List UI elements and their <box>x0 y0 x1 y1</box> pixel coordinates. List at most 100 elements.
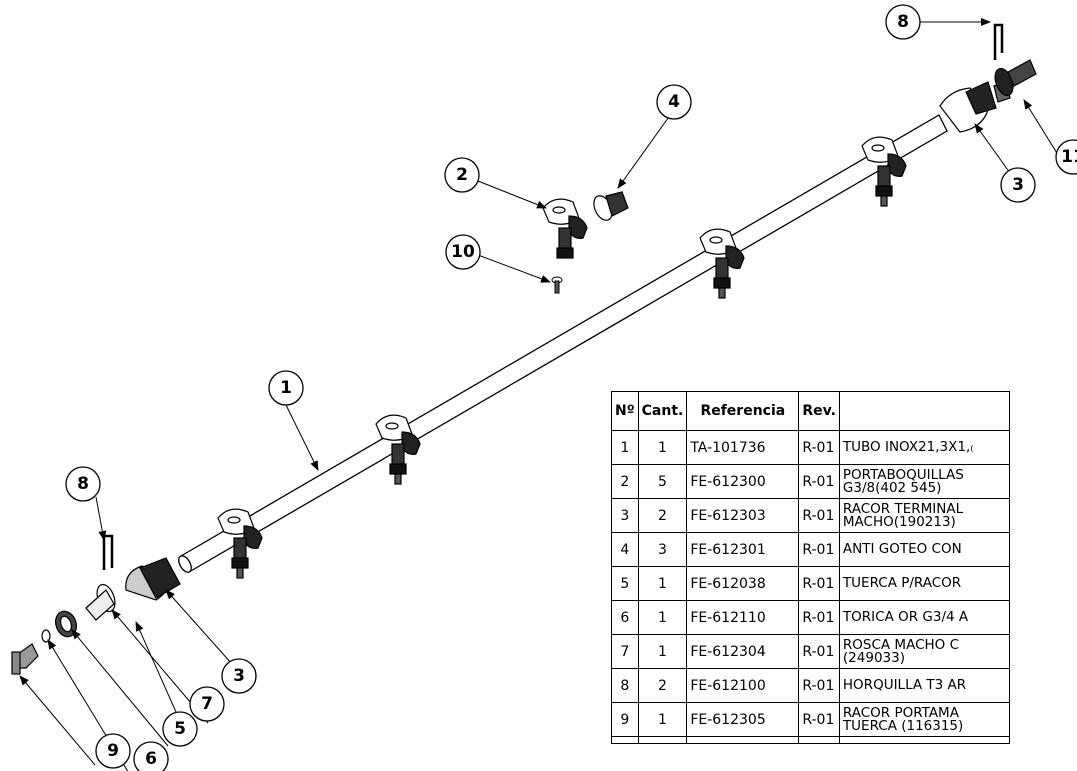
balloon-label: 8 <box>77 474 89 494</box>
male-thread-ring <box>85 583 116 621</box>
terminal-fitting-left <box>125 557 181 601</box>
balloon-label: 9 <box>107 741 119 761</box>
row-number: 1 <box>611 430 639 465</box>
balloon-label: 4 <box>668 92 680 112</box>
row-number: 4 <box>611 532 639 567</box>
row-reference: FE-612100 <box>686 668 800 703</box>
row-reference: FE-612304 <box>686 634 800 669</box>
balloon-2: 2 <box>444 157 480 193</box>
balloon-label: 7 <box>201 694 213 714</box>
nozzle-holder <box>217 136 907 579</box>
row-quantity: 1 <box>637 702 688 737</box>
row-revision: R-01 <box>798 464 840 499</box>
balloon-7: 7 <box>189 686 225 722</box>
balloon-label: 10 <box>451 242 475 262</box>
table-row: 1 1 TA-101736 R-01 TUBO INOX21,3X1,₍ <box>611 430 1010 465</box>
description-line: TUBO INOX21,3X1,₍ <box>842 439 974 455</box>
balloon-9: 9 <box>95 733 131 769</box>
table-row: 5 1 FE-612038 R-01 TUERCA P/RACOR <box>611 566 1010 601</box>
row-quantity: 2 <box>637 498 688 533</box>
table-row: 7 1 FE-612304 R-01 ROSCA MACHO C(249033) <box>611 634 1010 669</box>
balloon-4: 4 <box>656 84 692 120</box>
balloon-3-left: 3 <box>221 658 257 694</box>
balloon-6: 6 <box>133 741 169 771</box>
row-number: 3 <box>611 498 639 533</box>
balloon-1: 1 <box>268 370 304 406</box>
row-description: ANTI GOTEO CON <box>838 532 1010 567</box>
row-revision: R-01 <box>798 566 840 601</box>
row-description: ROSCA MACHO C(249033) <box>838 634 1010 669</box>
description-line: TUERCA P/RACOR <box>842 575 962 591</box>
header-reference: Referencia <box>686 391 800 431</box>
balloon-label: 2 <box>456 165 468 185</box>
row-number: 7 <box>611 634 639 669</box>
table-row: 8 2 FE-612100 R-01 HORQUILLA T3 AR <box>611 668 1010 703</box>
row-description: TORICA OR G3/4 A <box>838 600 1010 635</box>
screw <box>551 276 563 294</box>
anti-drip-valve <box>593 191 629 221</box>
row-revision: R-01 <box>798 600 840 635</box>
balloon-label: 8 <box>897 12 909 32</box>
description-line: RACOR PORTAMA <box>842 704 959 721</box>
balloon-3-right: 3 <box>1000 167 1036 203</box>
row-quantity: 1 <box>637 430 688 465</box>
row-revision: R-01 <box>798 430 840 465</box>
table-row: 4 3 FE-612301 R-01 ANTI GOTEO CON <box>611 532 1010 567</box>
bill-of-materials-table: Nº Cant. Referencia Rev. 1 1 TA-101736 R… <box>611 391 1010 744</box>
row-revision: R-01 <box>798 702 840 737</box>
terminal-fitting-right <box>939 81 1011 133</box>
hose-tail-right <box>994 59 1037 97</box>
row-number: 2 <box>611 464 639 499</box>
row-description: TUBO INOX21,3X1,₍ <box>838 430 1010 465</box>
row-reference: FE-612038 <box>686 566 800 601</box>
description-line: TUERCA (116315) <box>842 717 964 734</box>
description-line: PORTABOQUILLAS <box>842 466 964 483</box>
header-number: Nº <box>611 391 639 431</box>
row-number: 6 <box>611 600 639 635</box>
header-revision: Rev. <box>798 391 840 431</box>
row-description: TUERCA P/RACOR <box>838 566 1010 601</box>
row-reference: TA-101736 <box>686 430 800 465</box>
header-description <box>838 391 1010 431</box>
row-revision: R-01 <box>798 532 840 567</box>
balloon-label: 11 <box>1061 147 1077 167</box>
description-line: HORQUILLA T3 AR <box>842 677 967 693</box>
table-header-row: Nº Cant. Referencia Rev. <box>611 391 1010 431</box>
tube <box>178 114 948 573</box>
row-reference: FE-612305 <box>686 702 800 737</box>
balloon-8-left: 8 <box>65 466 101 502</box>
balloon-label: 6 <box>145 749 157 769</box>
o-ring <box>41 629 51 643</box>
row-revision: R-01 <box>798 634 840 669</box>
row-reference: FE-612300 <box>686 464 800 499</box>
description-line: ANTI GOTEO CON <box>842 541 962 557</box>
description-line: MACHO(190213) <box>842 513 956 530</box>
row-quantity: 1 <box>637 634 688 669</box>
balloon-11: 11 <box>1055 139 1077 175</box>
balloon-label: 3 <box>233 666 245 686</box>
row-quantity: 3 <box>637 532 688 567</box>
row-quantity: 2 <box>637 668 688 703</box>
hose-tail-left <box>11 643 39 675</box>
row-description: HORQUILLA T3 AR <box>838 668 1010 703</box>
description-line: TORICA OR G3/4 A <box>842 609 969 625</box>
clip-right <box>993 23 1004 60</box>
balloon-5: 5 <box>162 711 198 747</box>
description-line: G3/8(402 545) <box>842 479 942 496</box>
nut <box>55 610 77 638</box>
row-quantity: 1 <box>637 566 688 601</box>
row-reference: FE-612110 <box>686 600 800 635</box>
balloon-label: 5 <box>174 719 186 739</box>
row-revision: R-01 <box>798 668 840 703</box>
table-row: 6 1 FE-612110 R-01 TORICA OR G3/4 A <box>611 600 1010 635</box>
row-number: 9 <box>611 702 639 737</box>
description-line: ROSCA MACHO C <box>842 636 960 653</box>
description-line: RACOR TERMINAL <box>842 500 964 517</box>
row-revision: R-01 <box>798 498 840 533</box>
balloon-label: 3 <box>1012 175 1024 195</box>
